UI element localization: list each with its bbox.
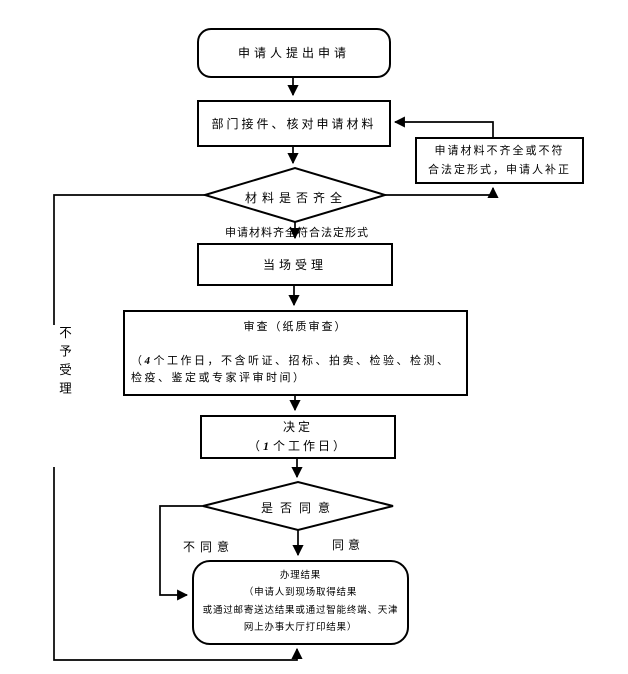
diamond-agree-check-label: 是否同意 <box>260 501 337 515</box>
review-detail-line1: 个工作日，不含听证、招标、拍卖、检验、检测、 <box>153 354 451 367</box>
node-result-line1: 办理结果 <box>279 570 322 581</box>
node-supplement-line1: 申请材料不齐全或不符 <box>434 144 565 157</box>
node-receive: 部门接件、核对申请材料 <box>197 100 391 147</box>
node-review: 审查（纸质审查） （4个工作日，不含听证、招标、拍卖、检验、检测、检疫、鉴定或专… <box>123 310 468 396</box>
edge-check-to-supplement <box>385 186 499 198</box>
node-receive-label: 部门接件、核对申请材料 <box>211 116 377 131</box>
edge-label-disagree: 不同意 <box>183 540 235 554</box>
node-result-line4: 网上办事大厅打印结果） <box>243 623 358 633</box>
node-accept: 当场受理 <box>197 243 393 286</box>
node-result-line2: （申请人到现场取得结果 <box>243 588 358 598</box>
node-apply-label: 申请人提出申请 <box>237 46 350 60</box>
review-paren-open: （ <box>131 354 145 367</box>
edge-label-qualified: 申请材料齐全符合法定形式 <box>225 227 369 239</box>
decision-paren-open: （ <box>247 439 263 453</box>
node-review-title: 审查（纸质审查） <box>243 321 348 333</box>
node-decision-title: 决定 <box>282 420 313 434</box>
diamond-agree-check <box>202 480 394 532</box>
edge-label-reject: 不予受理 <box>57 326 71 400</box>
diamond-materials-check-label: 材料是否齐全 <box>244 191 347 205</box>
edge-reject-upper-segment <box>53 194 205 325</box>
node-decision: 决定 （1个工作日） <box>200 415 396 459</box>
node-result-line3: 或通过邮寄送达结果或通过智能终端、天津 <box>202 605 399 616</box>
review-detail-line2: 检疫、鉴定或专家评审时间） <box>131 371 307 384</box>
decision-days-number: 1 <box>263 439 272 453</box>
node-result: 办理结果 （申请人到现场取得结果 或通过邮寄送达结果或通过智能终端、天津 网上办… <box>192 560 409 645</box>
node-supplement-line2: 合法定形式，申请人补正 <box>428 163 571 176</box>
edge-supplement-to-receive <box>393 116 494 137</box>
node-accept-label: 当场受理 <box>262 257 327 272</box>
edge-reject-lower-segment <box>53 467 303 661</box>
edge-disagree-to-result <box>159 505 203 601</box>
node-apply: 申请人提出申请 <box>197 28 391 78</box>
review-days-number: 4 <box>144 354 153 367</box>
edge-label-agree: 同意 <box>332 538 365 552</box>
decision-detail-rest: 个工作日） <box>273 439 349 453</box>
node-decision-detail: （1个工作日） <box>248 437 348 456</box>
node-supplement: 申请材料不齐全或不符 合法定形式，申请人补正 <box>415 137 584 184</box>
node-review-detail: （4个工作日，不含听证、招标、拍卖、检验、检测、检疫、鉴定或专家评审时间） <box>131 353 460 387</box>
diamond-materials-check <box>201 166 389 224</box>
